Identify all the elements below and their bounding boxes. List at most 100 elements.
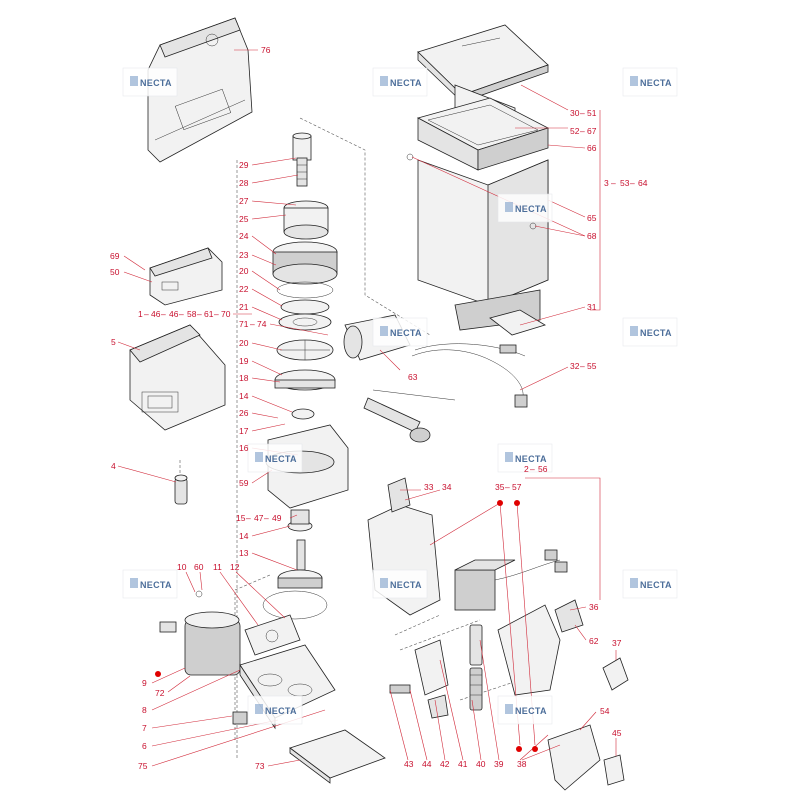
callout-20: 20 <box>239 338 249 348</box>
callout-3: 3 <box>604 178 609 188</box>
svg-text:NECTA: NECTA <box>140 78 172 88</box>
callout-1: 1 <box>138 309 143 319</box>
callout-dash: – <box>179 309 184 319</box>
callout-23: 23 <box>239 250 249 260</box>
callout-73: 73 <box>255 761 265 771</box>
reference-dot <box>532 746 538 752</box>
callout-63: 63 <box>408 372 418 382</box>
callout-dash: – <box>580 126 585 136</box>
necta-watermark: NECTA <box>497 695 553 725</box>
callout-13: 13 <box>239 548 249 558</box>
callout-17: 17 <box>239 426 249 436</box>
callout-47: 47 <box>254 513 264 523</box>
callout-67: 67 <box>587 126 597 136</box>
callout-dash: – <box>580 108 585 118</box>
callout-10: 10 <box>177 562 187 572</box>
callout-4: 4 <box>111 461 116 471</box>
callout-dash: – <box>250 319 255 329</box>
callout-24: 24 <box>239 231 249 241</box>
callout-29: 29 <box>239 160 249 170</box>
callout-dash: – <box>611 178 616 188</box>
callout-31: 31 <box>587 302 597 312</box>
part-66-frame <box>416 97 550 171</box>
callout-70: 70 <box>221 309 231 319</box>
part-35-solenoid <box>454 549 568 611</box>
necta-watermark: NECTA <box>497 193 553 223</box>
callout-9: 9 <box>142 678 147 688</box>
callout-22: 22 <box>239 284 249 294</box>
reference-dot <box>155 671 161 677</box>
callout-28: 28 <box>239 178 249 188</box>
callout-12: 12 <box>230 562 240 572</box>
callout-16: 16 <box>239 443 249 453</box>
callout-dash: – <box>264 513 269 523</box>
callout-69: 69 <box>110 251 120 261</box>
svg-text:NECTA: NECTA <box>265 706 297 716</box>
callout-46: 46 <box>169 309 179 319</box>
callout-27: 27 <box>239 196 249 206</box>
callout-dash: – <box>630 178 635 188</box>
callout-21: 21 <box>239 302 249 312</box>
necta-watermark: NECTA <box>497 443 553 473</box>
callout-53: 53 <box>620 178 630 188</box>
callout-18: 18 <box>239 373 249 383</box>
callout-72: 72 <box>155 688 165 698</box>
callout-40: 40 <box>476 759 486 769</box>
callout-36: 36 <box>589 602 599 612</box>
worm-shaft <box>363 389 456 443</box>
callout-19: 19 <box>239 356 249 366</box>
callout-5: 5 <box>111 337 116 347</box>
svg-text:NECTA: NECTA <box>515 204 547 214</box>
svg-text:NECTA: NECTA <box>515 454 547 464</box>
callout-76: 76 <box>261 45 271 55</box>
part-50-cover <box>149 247 223 306</box>
callout-39: 39 <box>494 759 504 769</box>
part-30-lid <box>417 24 549 103</box>
callout-20: 20 <box>239 266 249 276</box>
part-5-housing <box>129 324 226 431</box>
necta-watermark: NECTA <box>622 67 678 97</box>
callout-dash: – <box>161 309 166 319</box>
part-37-knob <box>602 657 629 691</box>
callout-dash: – <box>505 482 510 492</box>
callout-54: 54 <box>600 706 610 716</box>
necta-watermark: NECTA <box>122 569 178 599</box>
callout-2: 2 <box>524 464 529 474</box>
callout-50: 50 <box>110 267 120 277</box>
svg-text:NECTA: NECTA <box>640 580 672 590</box>
callout-35: 35 <box>495 482 505 492</box>
part-54-cover <box>547 724 601 791</box>
part-31-outlet-plate <box>489 309 546 336</box>
callout-74: 74 <box>257 319 267 329</box>
callout-42: 42 <box>440 759 450 769</box>
part-7-switch <box>232 711 248 725</box>
callout-46: 46 <box>151 309 161 319</box>
callout-64: 64 <box>638 178 648 188</box>
svg-text:NECTA: NECTA <box>640 78 672 88</box>
callout-51: 51 <box>587 108 597 118</box>
callout-61: 61 <box>204 309 214 319</box>
callout-59: 59 <box>239 478 249 488</box>
reference-dot <box>497 500 503 506</box>
callout-55: 55 <box>587 361 597 371</box>
callout-25: 25 <box>239 214 249 224</box>
callout-dash: – <box>580 361 585 371</box>
necta-watermark: NECTA <box>122 67 178 97</box>
callout-dash: – <box>214 309 219 319</box>
callout-dash: – <box>246 513 251 523</box>
reference-dot <box>516 746 522 752</box>
part-36-chute <box>497 599 584 696</box>
necta-watermark: NECTA <box>247 695 303 725</box>
callout-43: 43 <box>404 759 414 769</box>
necta-watermark: NECTA <box>372 67 428 97</box>
callout-labels: 76 29 28 27 25 24 23 20 22 21 71 – 74 20… <box>110 45 648 771</box>
callout-66: 66 <box>587 143 597 153</box>
svg-text:NECTA: NECTA <box>390 328 422 338</box>
reference-dots <box>155 500 538 752</box>
callout-60: 60 <box>194 562 204 572</box>
callout-45: 45 <box>612 728 622 738</box>
callout-71: 71 <box>239 319 249 329</box>
callout-14: 14 <box>239 391 249 401</box>
callout-33: 33 <box>424 482 434 492</box>
